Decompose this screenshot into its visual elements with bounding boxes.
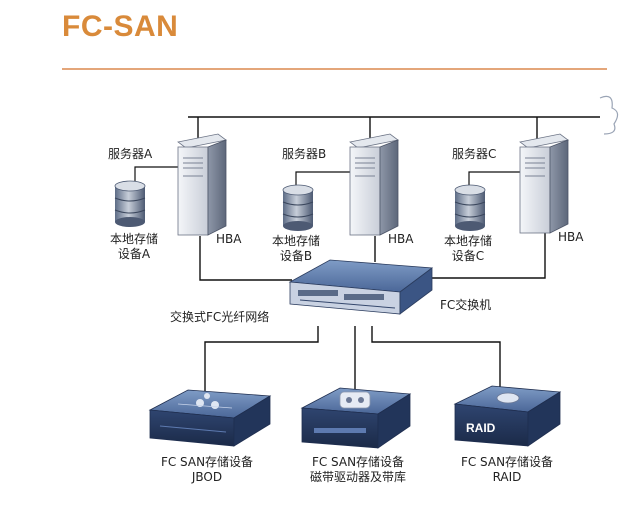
server-a-label: 服务器A: [108, 147, 153, 161]
local-storage-b-label: 本地存储设备B: [271, 234, 320, 263]
cloud-icon: [599, 95, 619, 135]
link-switch-raid: [371, 326, 501, 390]
server-b-label: 服务器B: [282, 147, 327, 161]
tape-library-icon: [300, 387, 412, 449]
local-storage-a-icon: [114, 180, 146, 227]
page-title: FC-SAN: [62, 10, 179, 43]
raid-storage-icon: RAID: [453, 385, 562, 447]
server-b-icon: [349, 133, 399, 236]
jbod-storage-icon: [148, 389, 272, 447]
server-a-hba-label: HBA: [216, 232, 242, 246]
fc-switch-label: FC交换机: [440, 298, 492, 312]
fc-switch-icon: [288, 259, 434, 315]
link-server-c-switch: [432, 232, 546, 279]
server-c-hba-label: HBA: [558, 230, 584, 244]
local-storage-c-label: 本地存储设备C: [443, 234, 492, 263]
server-c-icon: [519, 133, 569, 234]
tape-library-label: FC SAN存储设备磁带驱动器及带库: [309, 455, 406, 484]
server-b-hba-label: HBA: [388, 232, 414, 246]
link-switch-jbod: [204, 326, 319, 392]
link-server-a-switch: [199, 236, 292, 281]
local-storage-b-icon: [282, 184, 314, 231]
local-storage-a-label: 本地存储设备A: [109, 232, 158, 261]
local-storage-c-icon: [454, 184, 486, 231]
server-c-label: 服务器C: [452, 147, 497, 161]
title-divider: [62, 68, 607, 70]
raid-badge: RAID: [466, 421, 496, 435]
server-a-icon: [177, 133, 227, 236]
fc-network-label: 交换式FC光纤网络: [170, 310, 270, 324]
